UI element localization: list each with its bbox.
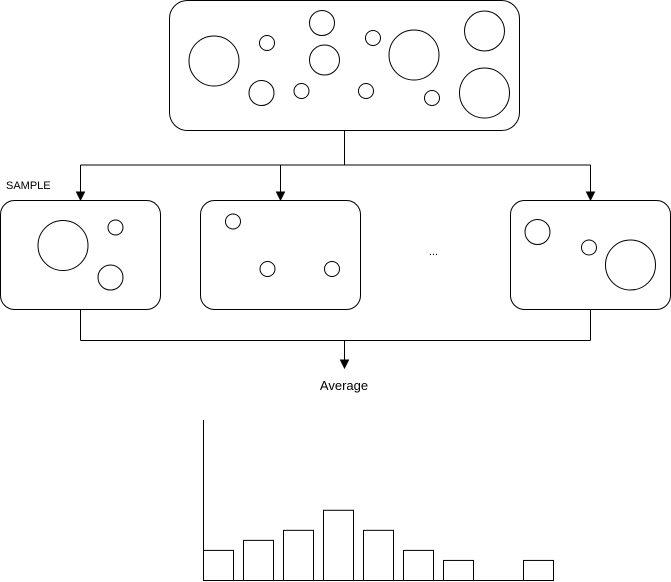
population-particle [459,67,510,119]
sample-box-2 [200,200,361,310]
histogram-bar [443,559,474,581]
population-particle [388,29,440,81]
sample-particle [225,213,241,230]
population-particle [365,30,381,46]
arrowhead-icon [339,359,350,370]
population-particle [464,10,505,52]
histogram-bar [243,539,274,581]
sample-label: SAMPLE [6,180,51,192]
sample-particle [37,220,89,271]
arrowhead-icon [275,191,286,202]
population-particle [293,83,310,99]
histogram [203,420,554,581]
histogram-bar [523,559,554,581]
histogram-bar [363,529,394,581]
arrowhead-icon [585,191,596,202]
sample-particle [97,264,124,291]
histogram-bar [203,549,234,581]
arrowhead-icon [75,191,86,202]
population-particle [259,35,275,51]
sample-particle [581,239,597,256]
split-connector [75,131,596,202]
histogram-bar [403,549,434,581]
sample-particle [324,261,340,277]
sample-particle [524,219,551,245]
average-label: Average [320,378,368,393]
population-particle [188,35,240,87]
histogram-bars [203,509,554,581]
merge-connector [80,310,591,370]
sample-particle [259,261,276,277]
population-particle [358,83,374,99]
population-particle [248,80,275,106]
histogram-bar [323,509,354,581]
sample-particle [107,219,124,236]
population-particle [309,10,335,36]
population-particle [424,90,440,106]
sample-particle [605,239,656,291]
sample-box-3 [510,200,671,310]
population-box [169,0,520,131]
sample-box-outline [200,200,361,310]
population-particle [309,44,340,76]
sample-box-1 [0,200,161,310]
histogram-bar [283,529,314,581]
ellipsis-label: ... [429,246,438,258]
